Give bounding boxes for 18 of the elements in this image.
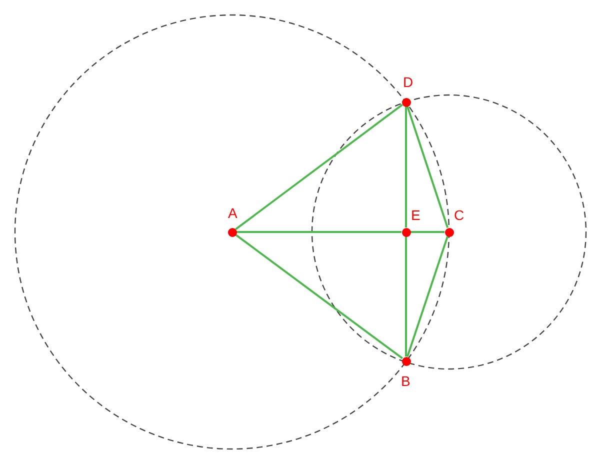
line-segment — [406, 236, 449, 358]
point-label: B — [401, 374, 410, 388]
point-label: E — [411, 208, 420, 222]
line-segment — [410, 231, 444, 233]
point-marker — [402, 98, 410, 106]
line-segment — [405, 106, 407, 228]
point-marker — [228, 228, 236, 236]
point-marker — [444, 228, 454, 236]
point-label: A — [228, 206, 238, 220]
point-marker — [402, 356, 410, 366]
line-segment — [236, 231, 402, 233]
point-label: D — [403, 75, 414, 89]
point-marker — [402, 228, 410, 236]
line-segment — [406, 106, 449, 228]
line-segment — [235, 234, 403, 360]
line-segment — [405, 236, 407, 356]
line-segment — [235, 104, 403, 230]
point-label: C — [454, 208, 464, 222]
